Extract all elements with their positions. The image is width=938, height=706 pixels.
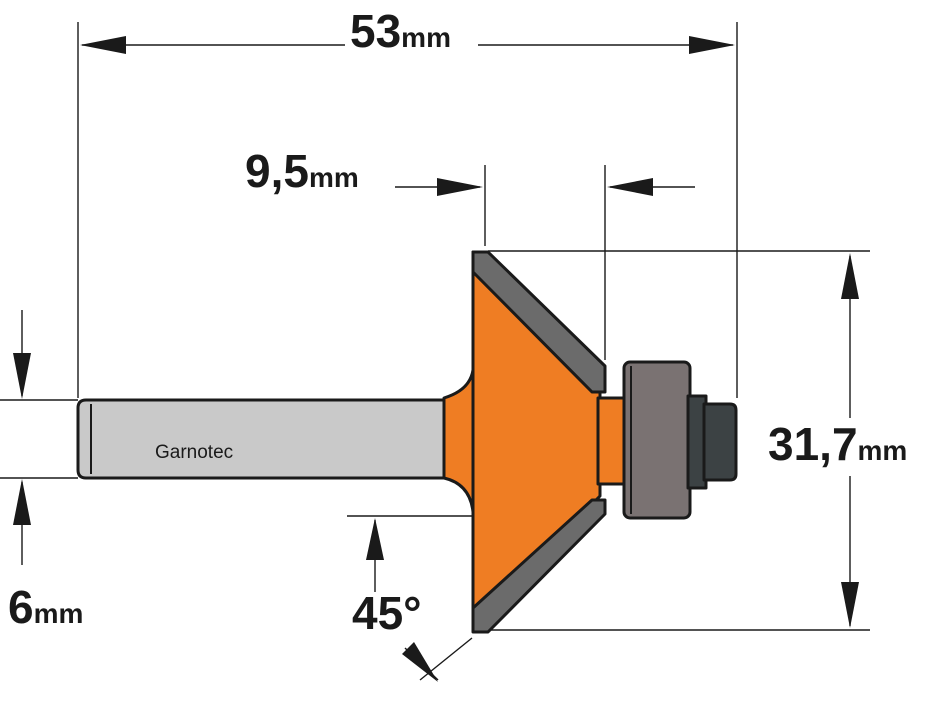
dimension-shank: 6mm [8, 310, 83, 633]
carbide-edge-upper [471, 250, 607, 394]
cut-depth-unit: mm [309, 162, 359, 193]
dimension-cut-depth: 9,5mm [245, 145, 695, 197]
overall-length-value: 53 [350, 5, 401, 57]
brand-label: Garnotec [155, 442, 233, 463]
shank [76, 398, 449, 480]
svg-text:9,5mm: 9,5mm [245, 145, 359, 197]
dimension-diameter: 31,7mm [768, 253, 907, 628]
body-neck [442, 368, 475, 514]
svg-text:53mm: 53mm [350, 5, 451, 57]
carbide-edge-lower [471, 498, 607, 634]
diameter-value: 31,7 [768, 418, 858, 470]
dimension-overall-length: 53mm [80, 5, 735, 57]
screw-head [702, 402, 738, 482]
svg-text:6mm: 6mm [8, 581, 83, 633]
svg-text:31,7mm: 31,7mm [768, 418, 907, 470]
overall-length-unit: mm [401, 22, 451, 53]
router-bit: Garnotec [76, 250, 738, 634]
dimension-angle: 45° [352, 518, 439, 682]
angle-value: 45° [352, 587, 422, 639]
body-spindle [596, 396, 628, 486]
shank-unit: mm [34, 598, 84, 629]
cut-depth-value: 9,5 [245, 145, 309, 197]
shank-value: 6 [8, 581, 34, 633]
diameter-unit: mm [858, 435, 908, 466]
bearing [622, 360, 692, 520]
